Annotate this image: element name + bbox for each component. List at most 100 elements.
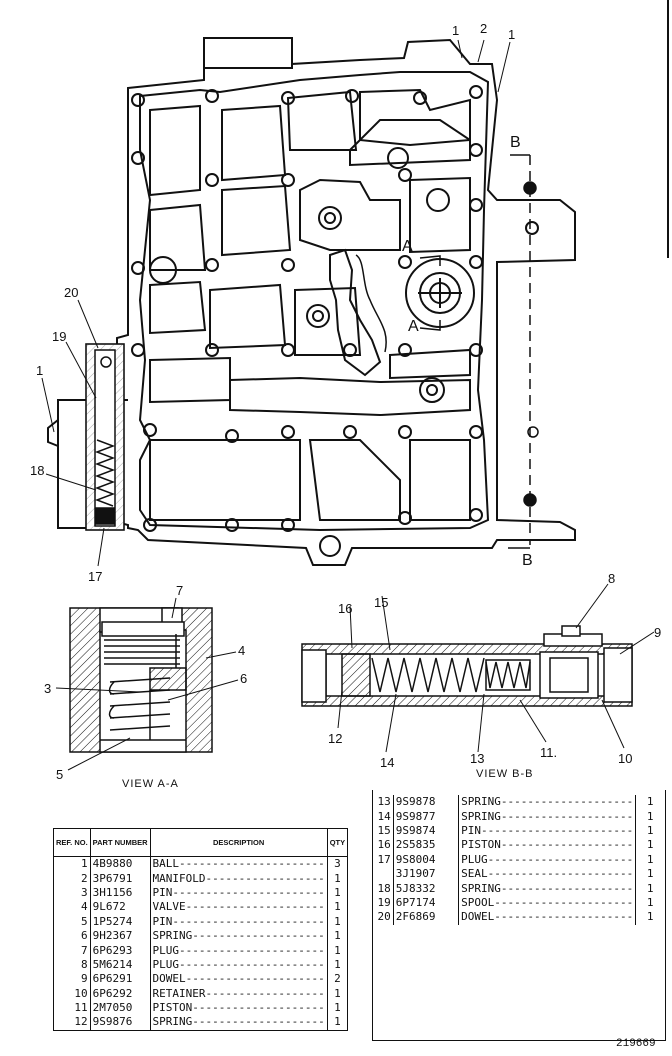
callout-top-2: 2	[480, 21, 488, 36]
cell-qty: 2	[334, 972, 341, 986]
table-header-row: REF. NO. PART NUMBER DESCRIPTION QTY	[53, 828, 349, 857]
section-a-top: A	[402, 238, 413, 255]
cell-part: 2F6869	[393, 910, 460, 925]
callout-vb-12: 12	[328, 731, 343, 746]
callout-va-6: 6	[240, 671, 248, 686]
cell-part: 5J8332	[393, 881, 460, 896]
cell-qty: 1	[646, 838, 654, 852]
cell-part: 6P6291	[90, 972, 151, 987]
cell-desc: RETAINER------------------	[150, 986, 328, 1001]
cell-part: 9S9876	[90, 1015, 151, 1031]
cell-part: 1P5274	[90, 914, 151, 929]
cell-desc: VALVE---------------------	[150, 900, 328, 915]
callout-left-18: 18	[30, 463, 45, 478]
drawing-code: 219669	[616, 1038, 656, 1050]
cell-desc: SPRING--------------------	[458, 795, 637, 810]
cell-part: 9S9877	[393, 809, 460, 824]
manifold-plan-view	[47, 37, 576, 566]
cell-part: 9S9874	[393, 823, 460, 839]
cell-ref: 20	[372, 910, 394, 925]
callout-top-1a: 1	[452, 23, 460, 38]
cell-desc: SPRING--------------------	[150, 1015, 328, 1031]
cell-part: 9H2367	[90, 928, 151, 944]
cell-desc: SPRING--------------------	[458, 881, 637, 896]
cell-part: 3H1156	[90, 885, 151, 901]
cell-ref: 15	[372, 823, 394, 839]
cell-ref	[372, 866, 394, 882]
cell-desc: PISTON--------------------	[150, 1000, 328, 1016]
bolt-holes	[131, 85, 539, 557]
cell-qty: 1	[334, 900, 341, 914]
cell-ref: 9	[53, 972, 91, 987]
cell-part: 9S9878	[393, 795, 460, 810]
cell-ref: 7	[53, 943, 91, 958]
col-desc-header: DESCRIPTION	[149, 828, 328, 857]
callout-va-7: 7	[176, 583, 184, 598]
cell-desc: PLUG----------------------	[458, 852, 637, 867]
cell-ref: 3	[53, 885, 91, 901]
cell-ref: 5	[53, 914, 91, 929]
callout-vb-14: 14	[380, 755, 395, 770]
section-b-top: B	[510, 134, 521, 151]
callout-top-1b: 1	[508, 27, 516, 42]
callout-vb-9: 9	[654, 625, 662, 640]
cell-desc: MANIFOLD------------------	[150, 871, 328, 886]
view-a-a-drawing	[55, 597, 239, 771]
leader-lines	[41, 39, 511, 567]
cell-qty: 1	[646, 895, 654, 909]
cell-ref: 13	[372, 795, 394, 810]
cell-desc: SPRING--------------------	[458, 809, 637, 824]
cell-ref: 6	[53, 928, 91, 944]
callout-vb-15: 15	[374, 595, 389, 610]
callout-left-20: 20	[64, 285, 79, 300]
cell-desc: PLUG----------------------	[150, 957, 328, 973]
cell-desc: SEAL----------------------	[458, 866, 637, 882]
cell-desc: PLUG----------------------	[150, 943, 328, 958]
callout-left-1: 1	[36, 363, 44, 378]
view-b-b-label: VIEW B-B	[476, 768, 534, 780]
cell-part: 5M6214	[90, 957, 151, 973]
cell-part: 3P6791	[90, 871, 151, 886]
cell-ref: 18	[372, 881, 394, 896]
view-b-b-drawing	[301, 583, 655, 753]
cell-qty: 1	[334, 914, 341, 928]
cell-part: 6P6292	[90, 986, 151, 1001]
cell-part: 9S8004	[393, 852, 460, 867]
cell-qty: 1	[646, 809, 654, 823]
col-qty-header: QTY	[326, 828, 349, 857]
cell-desc: DOWEL---------------------	[150, 972, 328, 987]
cell-qty: 1	[334, 1001, 341, 1015]
cell-part: 2S5835	[393, 838, 460, 853]
cell-desc: PIN-----------------------	[150, 914, 328, 929]
valve-a-section	[405, 255, 475, 331]
cell-desc: PIN-----------------------	[150, 885, 328, 901]
section-line-b	[508, 154, 539, 549]
cell-qty: 1	[646, 881, 654, 895]
cell-ref: 11	[53, 1000, 91, 1016]
cell-part: 6P6293	[90, 943, 151, 958]
cell-desc: SPRING--------------------	[150, 928, 328, 944]
cell-ref: 10	[53, 986, 91, 1001]
section-b-bottom: B	[522, 552, 533, 569]
cell-qty: 1	[334, 1015, 341, 1029]
cell-qty: 1	[646, 823, 654, 837]
cell-ref: 8	[53, 957, 91, 973]
callout-va-4: 4	[238, 643, 246, 658]
cell-qty: 1	[646, 910, 654, 924]
